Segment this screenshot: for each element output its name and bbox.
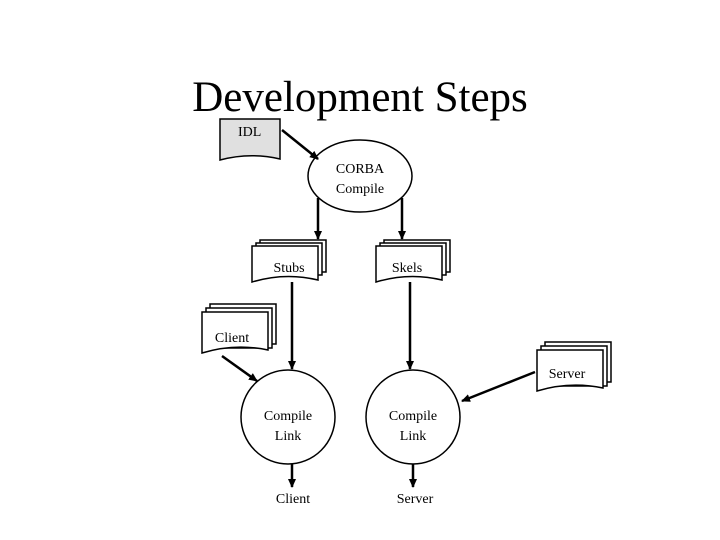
client-compile-link-process: Compile Link (240, 369, 336, 465)
server-compile-link-process: Compile Link (365, 369, 461, 465)
client-compile-line1: Compile (264, 409, 312, 424)
corba-compile-line1: CORBA (336, 162, 385, 177)
arrow-idl-to-corba (281, 129, 319, 160)
skels-label: Skels (392, 261, 422, 276)
flow-arrows (221, 129, 536, 488)
server-output-label: Server (397, 492, 434, 507)
server-link-line2: Link (400, 429, 426, 444)
client-link-line2: Link (275, 429, 301, 444)
client-output-label: Client (276, 492, 310, 507)
skels-documents: Skels (375, 239, 451, 284)
stubs-documents: Stubs (251, 239, 327, 284)
idl-label: IDL (238, 125, 261, 140)
server-compile-line1: Compile (389, 409, 437, 424)
server-source-label: Server (549, 367, 586, 382)
server-source-documents: Server (536, 341, 612, 393)
client-source-documents: Client (201, 303, 277, 355)
idl-document: IDL (219, 118, 281, 161)
stubs-label: Stubs (273, 261, 304, 276)
slide-title: Development Steps (192, 74, 528, 121)
client-source-label: Client (215, 331, 249, 346)
corba-compile-process: CORBA Compile (307, 139, 413, 213)
corba-compile-line2: Compile (336, 182, 384, 197)
arrow-client-source-to-compile (221, 354, 258, 383)
arrow-server-source-to-compile (461, 370, 536, 403)
